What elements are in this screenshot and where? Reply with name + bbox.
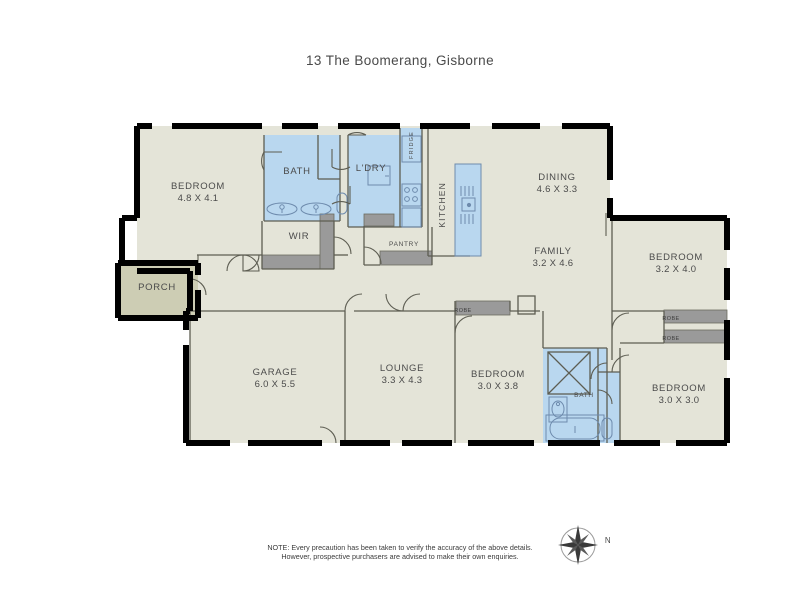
page-title: 13 The Boomerang, Gisborne xyxy=(305,53,494,68)
disclaimer-line-2: However, prospective purchasers are advi… xyxy=(281,552,519,562)
disclaimer-line-1: NOTE: Every precaution has been taken to… xyxy=(267,543,533,552)
label-robe-bedroom-4-upper: ROBE xyxy=(662,316,680,322)
joinery-fills xyxy=(261,213,728,344)
vertical-label-fridge: FRIDGE xyxy=(409,131,415,159)
disclaimer-note: NOTE: Every precaution has been taken to… xyxy=(0,543,800,562)
label-robe-bedroom-4-lower: ROBE xyxy=(662,336,680,342)
plumbing-fixtures xyxy=(266,135,613,442)
vertical-label-kitchen: KITCHEN xyxy=(437,182,447,228)
compass-rose xyxy=(558,525,598,565)
door-swings xyxy=(189,132,630,444)
exterior-walls xyxy=(115,123,730,446)
compass-north-label: N xyxy=(604,536,612,545)
label-robe-bedroom-2: ROBE xyxy=(454,308,472,314)
